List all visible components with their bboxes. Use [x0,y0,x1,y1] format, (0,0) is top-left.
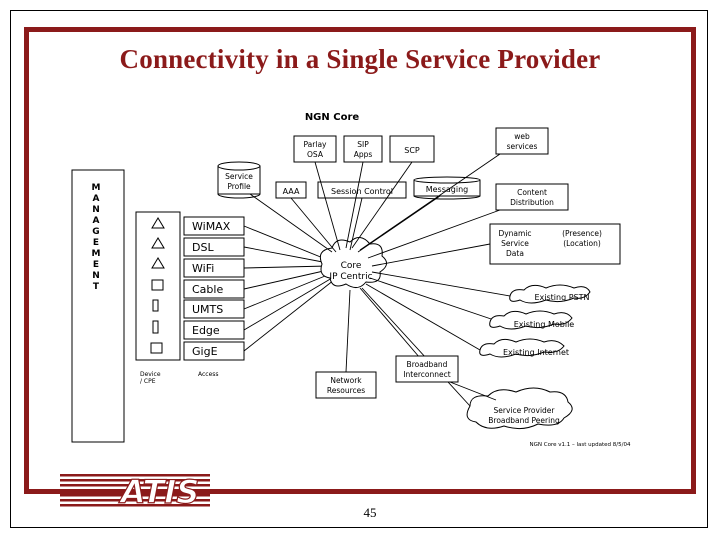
svg-text:E: E [93,260,99,270]
peering-line2: Broadband Peering [488,416,560,425]
access-wimax: WiMAX [192,220,231,233]
access-to-core-lines [243,225,335,352]
scp-label: SCP [404,146,420,155]
web-label: web [514,132,530,141]
broadband-interconnect-box [395,355,459,383]
osa-label: OSA [307,150,324,159]
existing-internet-cloud [479,338,565,358]
device-label-line2: / CPE [140,378,156,385]
data-label: Data [506,249,524,258]
svg-text:M: M [92,249,101,259]
svg-text:A: A [93,216,100,226]
dynamic-label: Dynamic [498,229,531,238]
svg-text:N: N [92,271,100,281]
access-cable: Cable [192,283,223,296]
web-services-box [495,127,549,155]
page-number: 45 [363,505,377,520]
apps-label: Apps [354,150,373,159]
messaging-label: Messaging [426,185,469,194]
access-wifi: WiFi [192,262,214,275]
interconnect-to-peering-line [449,381,497,401]
existing-mobile-cloud [489,310,573,330]
management-bar [71,169,125,443]
location-label: (Location) [563,239,601,248]
ngn-core-diagram: NGN Core M A N A G E M E N T Device / CP… [71,112,631,448]
core-label: Core [341,261,362,271]
service-data-label: Service [501,239,529,248]
slide-red-frame [24,27,696,494]
service-profile-cylinder [217,161,261,199]
services-label: services [507,142,538,151]
svg-text:M: M [92,183,101,193]
parlay-label: Parlay [304,140,328,149]
sip-apps-box [343,135,383,163]
content-distribution-box [495,183,569,211]
sip-label: SIP [357,140,369,149]
existing-pstn-label: Existing PSTN [534,293,589,302]
device-icons [150,217,165,354]
version-note: NGN Core v1.1 – last updated 8/5/04 [530,442,631,448]
aaa-label: AAA [283,187,300,196]
peering-line1: Service Provider [494,406,556,415]
broadband-peering-cloud [466,387,573,430]
existing-internet-label: Existing Internet [503,348,569,357]
service-label: Service [225,172,253,181]
distribution-label: Distribution [510,198,554,207]
management-letters: M A N A G E M E N T [92,183,101,292]
ngn-core-label: NGN Core [305,112,360,123]
access-umts: UMTS [192,303,223,316]
svg-text:E: E [93,238,99,248]
svg-text:N: N [92,205,100,215]
network-resources-box [315,371,377,399]
svg-text:T: T [93,282,100,292]
slide-outer-frame [10,10,708,528]
scp-box [389,135,435,163]
profile-label: Profile [227,182,251,191]
interconnect-label: Interconnect [403,370,450,379]
ip-centric-label: IP Centric [329,272,372,282]
presence-label: (Presence) [562,229,602,238]
atis-logo-text: ATIS [118,473,199,508]
existing-mobile-label: Existing Mobile [514,320,575,329]
core-ip-centric-cloud [319,237,387,288]
access-column [183,216,245,361]
network-label: Network [330,376,362,385]
svg-text:A: A [93,194,100,204]
access-gige: GigE [192,345,218,358]
existing-pstn-cloud [509,284,591,304]
access-edge: Edge [192,324,220,337]
access-dsl: DSL [192,241,214,254]
atis-logo: ATIS [60,472,210,508]
access-label: Access [198,371,219,378]
session-control-label: Session Control [331,187,393,196]
logo-stripes [60,474,210,507]
svg-text:G: G [92,227,99,237]
parlay-osa-box [293,135,337,163]
core-connector-lines [249,153,511,407]
device-label-line1: Device [140,371,161,378]
broadband-label: Broadband [407,360,448,369]
content-label: Content [517,188,547,197]
slide-title: Connectivity in a Single Service Provide… [119,44,601,74]
resources-label: Resources [327,386,365,395]
